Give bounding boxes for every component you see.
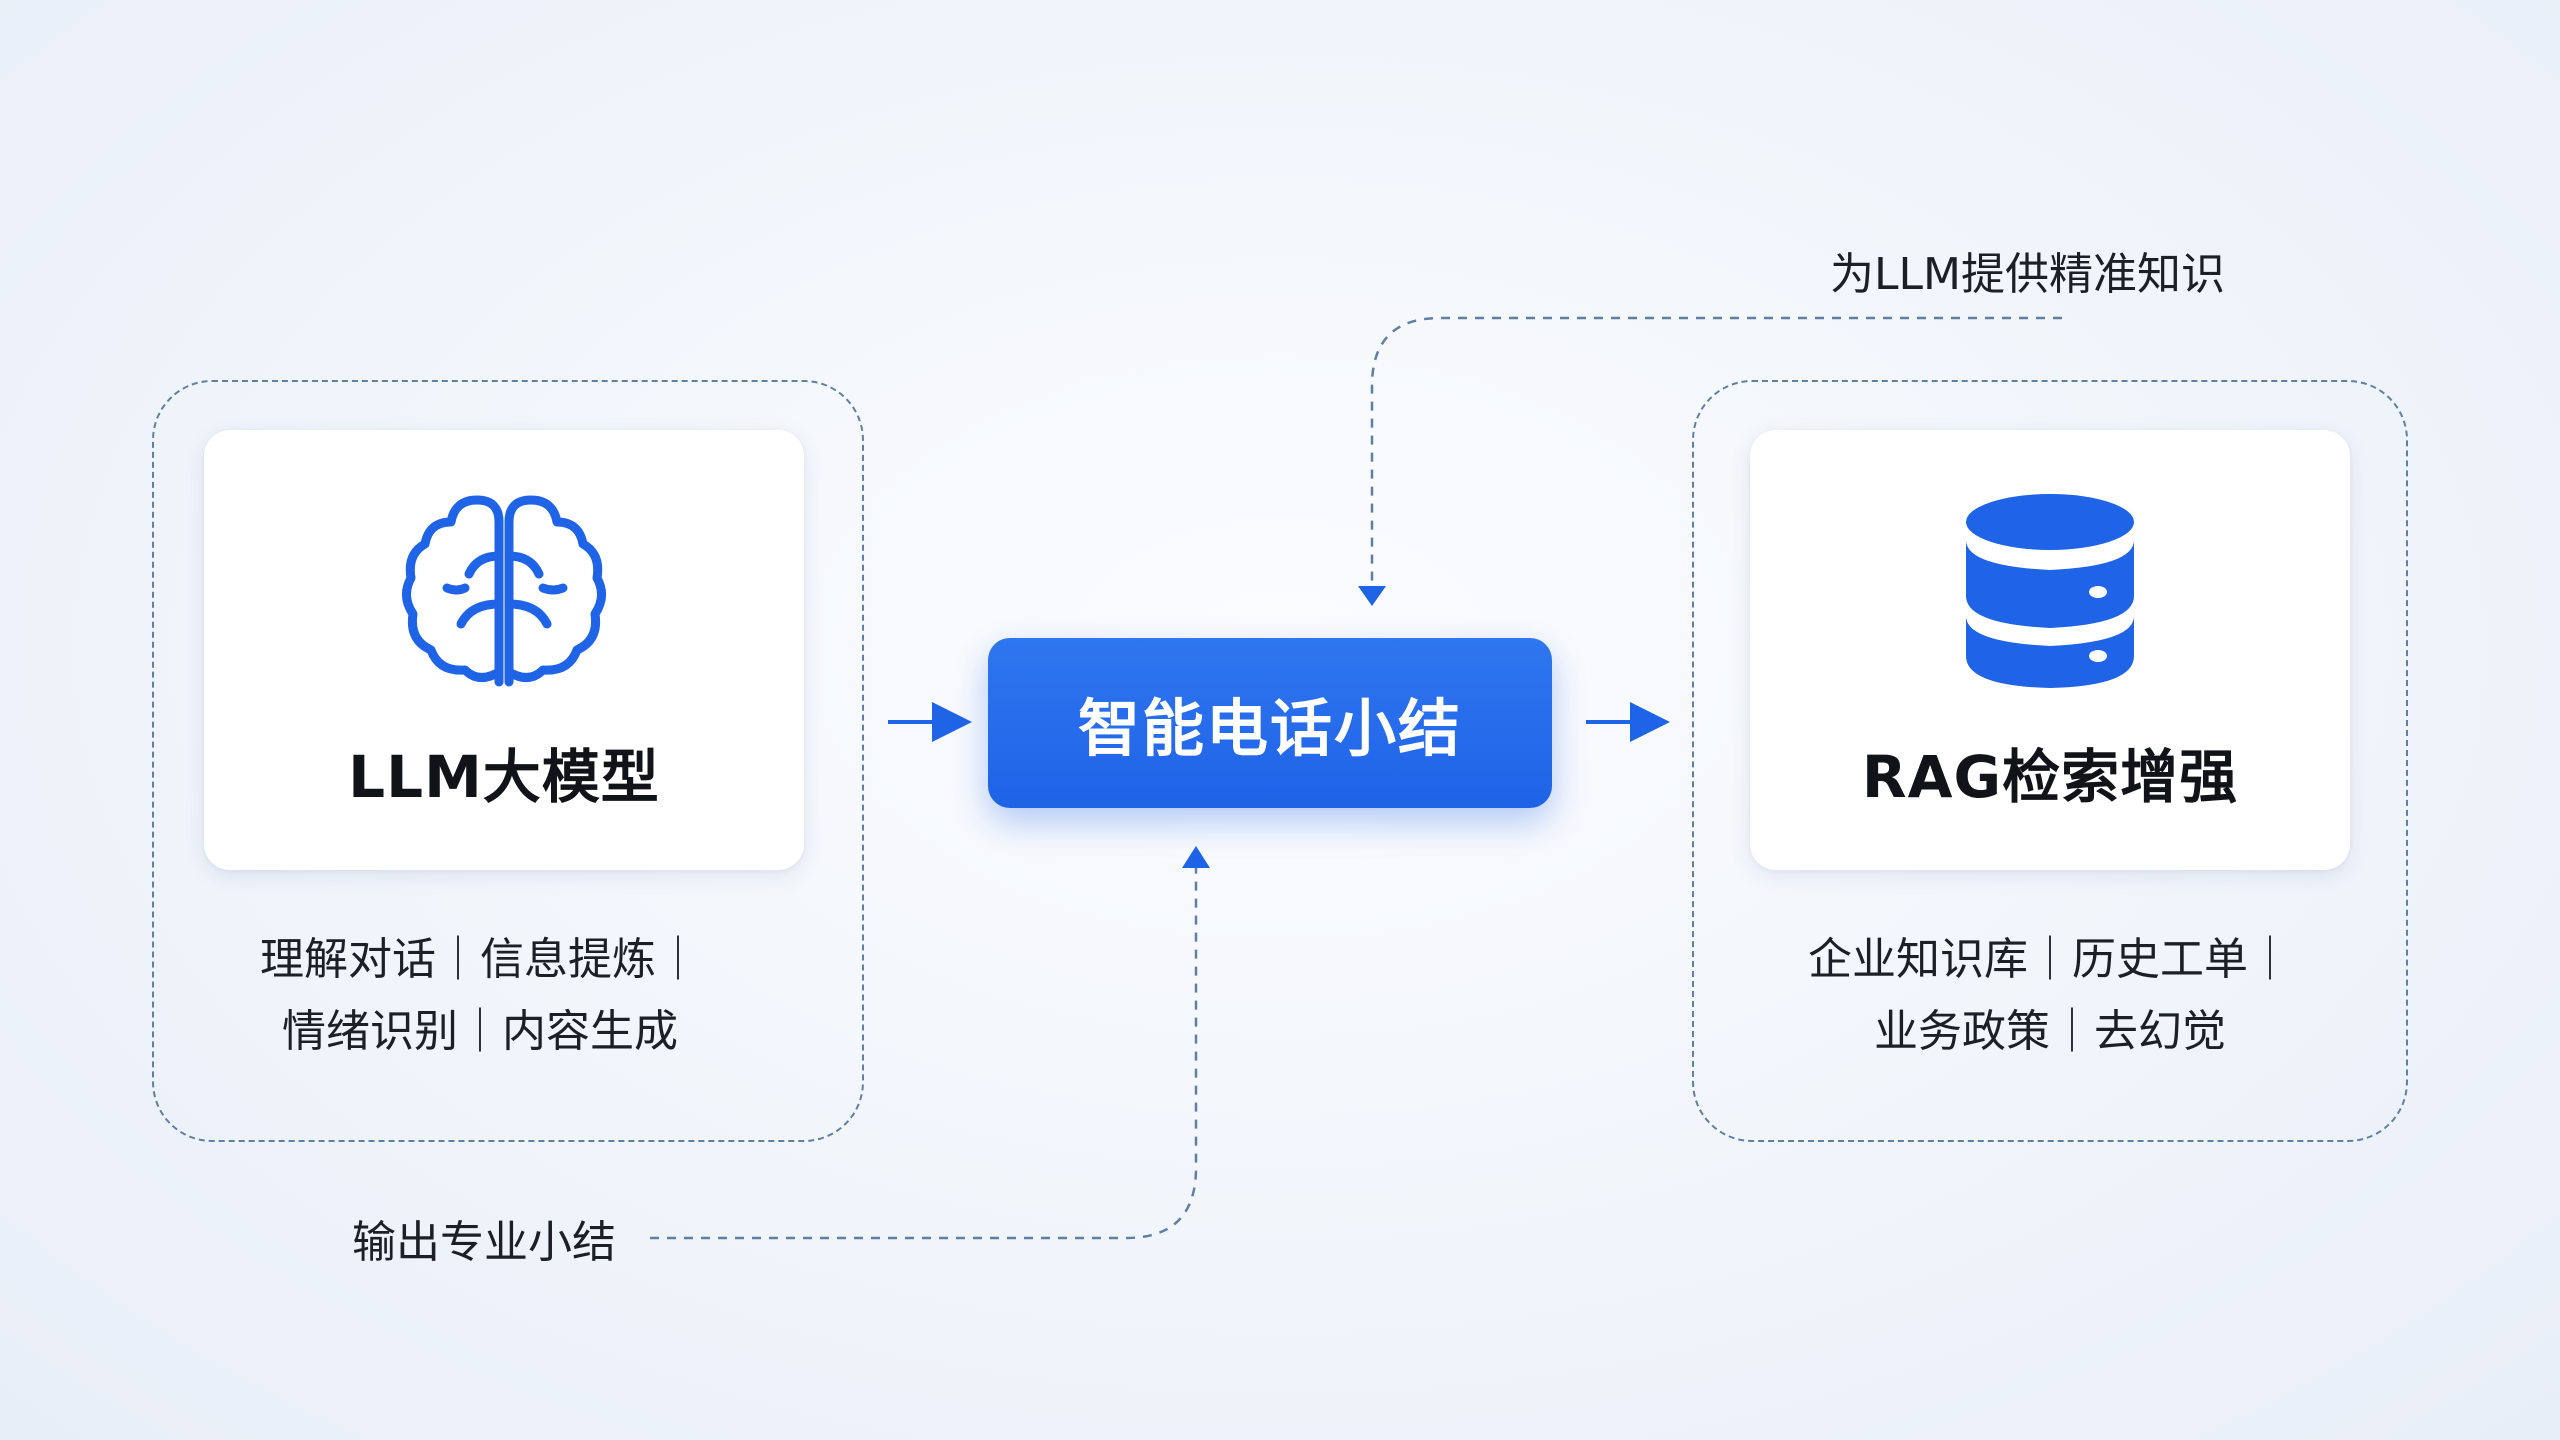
rag-group-frame bbox=[1692, 380, 2408, 1142]
rag-title: RAG检索增强 bbox=[1861, 743, 2239, 811]
center-node[interactable]: 智能电话小结 bbox=[988, 638, 1552, 808]
llm-group-frame bbox=[152, 380, 864, 1142]
llm-title: LLM大模型 bbox=[348, 743, 660, 811]
summary-flow-label: 输出专业小结 bbox=[352, 1217, 616, 1268]
llm-card: LLM大模型 bbox=[204, 430, 804, 870]
knowledge-flow-arrowhead bbox=[1358, 586, 1386, 606]
summary-flow-arrowhead bbox=[1182, 846, 1210, 868]
rag-capabilities: 企业知识库｜历史工单｜ 业务政策｜去幻觉 bbox=[1750, 924, 2350, 1068]
brain-icon bbox=[402, 495, 606, 687]
llm-capabilities-line-2: 情绪识别｜内容生成 bbox=[282, 1006, 678, 1057]
center-node-label: 智能电话小结 bbox=[1077, 692, 1462, 765]
llm-capabilities-line-1: 理解对话｜信息提炼｜ bbox=[260, 934, 700, 985]
rag-card: RAG检索增强 bbox=[1750, 430, 2350, 870]
database-icon bbox=[1966, 494, 2134, 688]
llm-capabilities: 理解对话｜信息提炼｜ 情绪识别｜内容生成 bbox=[180, 924, 780, 1068]
rag-capabilities-line-1: 企业知识库｜历史工单｜ bbox=[1808, 934, 2292, 985]
rag-capabilities-line-2: 业务政策｜去幻觉 bbox=[1874, 1006, 2226, 1057]
knowledge-flow-label: 为LLM提供精准知识 bbox=[1830, 249, 2225, 300]
